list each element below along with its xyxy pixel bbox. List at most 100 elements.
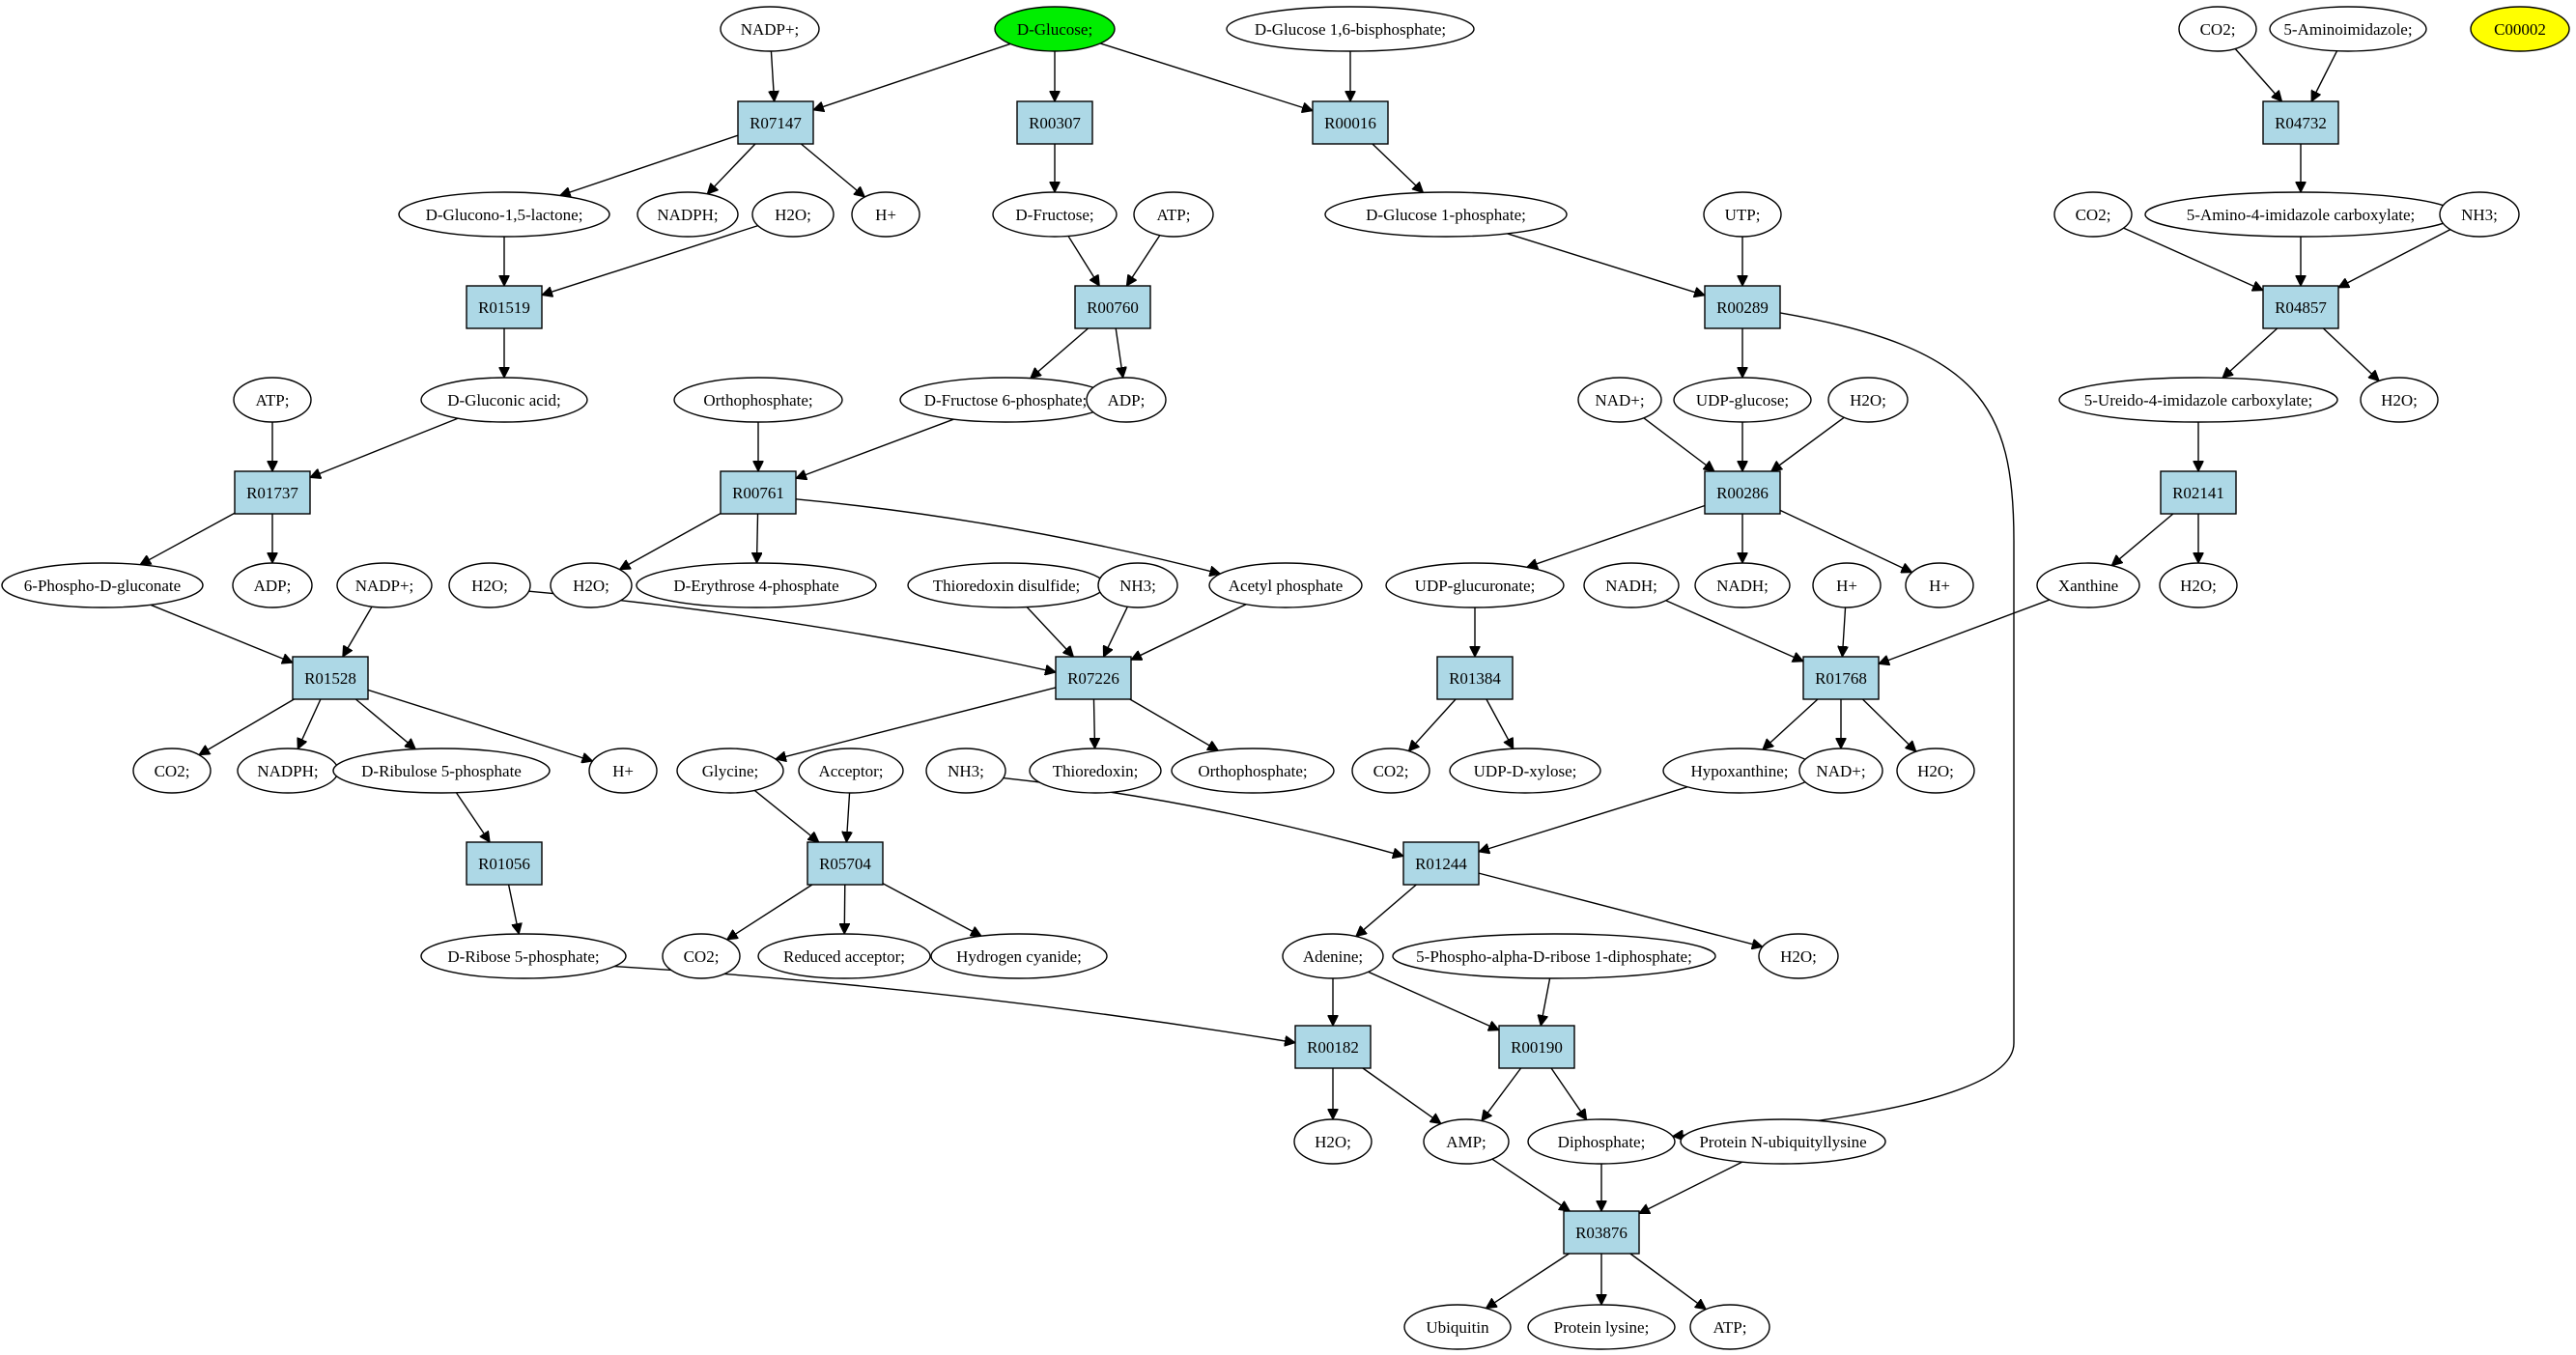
compound-node-glucose[interactable]: D-Glucose; <box>994 6 1116 52</box>
compound-node-thioredoxin[interactable]: Thioredoxin; <box>1029 748 1162 794</box>
compound-ellipse[interactable] <box>336 562 433 608</box>
compound-ellipse[interactable] <box>1392 933 1716 979</box>
compound-node-h2o-a[interactable]: H2O; <box>751 191 835 238</box>
reaction-node-r00761[interactable]: R00761 <box>720 470 797 515</box>
compound-node-hypoxanthine[interactable]: Hypoxanthine; <box>1662 748 1817 794</box>
reaction-box[interactable] <box>720 470 797 515</box>
compound-ellipse[interactable] <box>332 748 551 794</box>
compound-ellipse[interactable] <box>1689 1304 1770 1350</box>
reaction-box[interactable] <box>2160 470 2237 515</box>
reaction-box[interactable] <box>1055 656 1132 700</box>
compound-ellipse[interactable] <box>420 933 627 979</box>
compound-ellipse[interactable] <box>1673 377 1812 423</box>
compound-ellipse[interactable] <box>1208 562 1363 608</box>
reaction-node-r00289[interactable]: R00289 <box>1704 285 1781 329</box>
compound-ellipse[interactable] <box>2159 562 2238 608</box>
compound-ellipse[interactable] <box>798 748 904 794</box>
compound-node-f6p[interactable]: D-Fructose 6-phosphate; <box>899 377 1112 423</box>
reaction-node-r01737[interactable]: R01737 <box>234 470 311 515</box>
compound-ellipse[interactable] <box>1086 377 1167 423</box>
compound-node-nadp-a[interactable]: NADP+; <box>720 6 820 52</box>
compound-node-co2-top[interactable]: CO2; <box>2178 6 2257 52</box>
compound-node-g16bp[interactable]: D-Glucose 1,6-bisphosphate; <box>1226 6 1475 52</box>
compound-ellipse[interactable] <box>992 191 1118 238</box>
compound-ellipse[interactable] <box>757 933 931 979</box>
compound-node-adp-b[interactable]: ADP; <box>232 562 313 608</box>
reaction-node-r00286[interactable]: R00286 <box>1704 470 1781 515</box>
compound-node-udpxylose[interactable]: UDP-D-xylose; <box>1449 748 1601 794</box>
compound-ellipse[interactable] <box>1133 191 1214 238</box>
compound-ellipse[interactable] <box>994 6 1116 52</box>
compound-node-proteinlysine[interactable]: Protein lysine; <box>1527 1304 1676 1350</box>
compound-node-acceptor[interactable]: Acceptor; <box>798 748 904 794</box>
compound-ellipse[interactable] <box>2470 6 2570 52</box>
compound-ellipse[interactable] <box>550 562 633 608</box>
reaction-node-r01768[interactable]: R01768 <box>1802 656 1880 700</box>
reaction-box[interactable] <box>466 841 543 886</box>
compound-ellipse[interactable] <box>2269 6 2427 52</box>
compound-ellipse[interactable] <box>1577 377 1662 423</box>
compound-ellipse[interactable] <box>1694 562 1791 608</box>
compound-node-nh3-b[interactable]: NH3; <box>1097 562 1178 608</box>
compound-node-co2-b[interactable]: CO2; <box>2053 191 2133 238</box>
compound-ellipse[interactable] <box>1527 1118 1676 1165</box>
compound-node-udpglucose[interactable]: UDP-glucose; <box>1673 377 1812 423</box>
reaction-box[interactable] <box>1563 1210 1640 1255</box>
compound-ellipse[interactable] <box>448 562 531 608</box>
compound-node-atp-b[interactable]: ATP; <box>233 377 312 423</box>
compound-node-hplus-a[interactable]: H+ <box>851 191 920 238</box>
compound-node-udpglucuronate[interactable]: UDP-glucuronate; <box>1385 562 1565 608</box>
compound-node-gluconolactone[interactable]: D-Glucono-1,5-lactone; <box>398 191 610 238</box>
compound-node-h2o-c[interactable]: H2O; <box>2360 377 2439 423</box>
compound-node-aminoimid[interactable]: 5-Aminoimidazole; <box>2269 6 2427 52</box>
compound-ellipse[interactable] <box>2053 191 2133 238</box>
compound-ellipse[interactable] <box>1282 933 1384 979</box>
compound-ellipse[interactable] <box>1324 191 1568 238</box>
compound-node-g1p[interactable]: D-Glucose 1-phosphate; <box>1324 191 1568 238</box>
compound-ellipse[interactable] <box>1449 748 1601 794</box>
compound-node-hplus-c[interactable]: H+ <box>1905 562 1974 608</box>
compound-node-h2o-g[interactable]: H2O; <box>1896 748 1975 794</box>
compound-ellipse[interactable] <box>1293 1118 1373 1165</box>
compound-ellipse[interactable] <box>930 933 1108 979</box>
compound-node-fructose[interactable]: D-Fructose; <box>992 191 1118 238</box>
compound-node-atp-c[interactable]: ATP; <box>1689 1304 1770 1350</box>
reaction-box[interactable] <box>1294 1025 1372 1069</box>
compound-node-ribose5p[interactable]: D-Ribose 5-phosphate; <box>420 933 627 979</box>
compound-ellipse[interactable] <box>1423 1118 1510 1165</box>
compound-node-co2-e[interactable]: CO2; <box>662 933 741 979</box>
compound-node-nadplus-a[interactable]: NAD+; <box>1577 377 1662 423</box>
compound-node-xanthine[interactable]: Xanthine <box>2036 562 2140 608</box>
compound-ellipse[interactable] <box>1798 748 1883 794</box>
compound-node-nadh-a[interactable]: NADH; <box>1583 562 1680 608</box>
compound-node-nadplus-b[interactable]: NAD+; <box>1798 748 1883 794</box>
compound-ellipse[interactable] <box>1758 933 1839 979</box>
compound-node-nadh-b[interactable]: NADH; <box>1694 562 1791 608</box>
reaction-box[interactable] <box>466 285 543 329</box>
compound-node-reducedacceptor[interactable]: Reduced acceptor; <box>757 933 931 979</box>
compound-node-utp[interactable]: UTP; <box>1703 191 1782 238</box>
compound-ellipse[interactable] <box>636 562 877 608</box>
compound-ellipse[interactable] <box>662 933 741 979</box>
compound-ellipse[interactable] <box>232 562 313 608</box>
reaction-box[interactable] <box>1802 656 1880 700</box>
reaction-node-r00307[interactable]: R00307 <box>1016 100 1093 145</box>
compound-ellipse[interactable] <box>2178 6 2257 52</box>
compound-node-amp[interactable]: AMP; <box>1423 1118 1510 1165</box>
compound-node-e4p[interactable]: D-Erythrose 4-phosphate <box>636 562 877 608</box>
compound-node-nadp-b[interactable]: NADP+; <box>336 562 433 608</box>
reaction-node-r00760[interactable]: R00760 <box>1074 285 1151 329</box>
compound-node-ubiquitin[interactable]: Ubiquitin <box>1403 1304 1512 1350</box>
reaction-node-r00016[interactable]: R00016 <box>1312 100 1389 145</box>
reaction-box[interactable] <box>1704 285 1781 329</box>
reaction-node-r07147[interactable]: R07147 <box>737 100 814 145</box>
compound-ellipse[interactable] <box>720 6 820 52</box>
compound-node-orthophos-a[interactable]: Orthophosphate; <box>673 377 843 423</box>
compound-node-nadph-b[interactable]: NADPH; <box>237 748 339 794</box>
compound-node-c00002[interactable]: C00002 <box>2470 6 2570 52</box>
reaction-node-r04732[interactable]: R04732 <box>2262 100 2339 145</box>
reaction-box[interactable] <box>737 100 814 145</box>
compound-node-ribulose5p[interactable]: D-Ribulose 5-phosphate <box>332 748 551 794</box>
compound-ellipse[interactable] <box>1527 1304 1676 1350</box>
compound-ellipse[interactable] <box>2439 191 2520 238</box>
